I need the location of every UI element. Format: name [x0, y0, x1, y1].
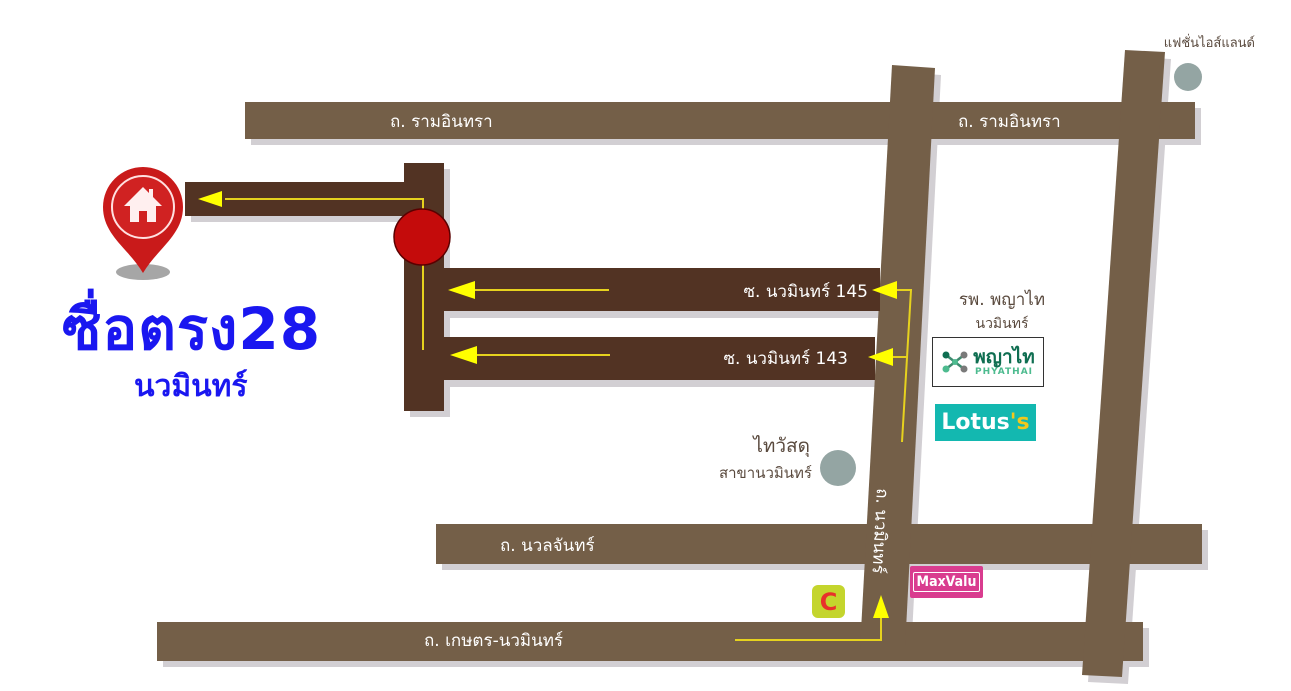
- arrow-up-icon: [873, 595, 889, 618]
- road-ramintra: [245, 102, 1195, 139]
- maxvalu-text: MaxValu: [912, 572, 981, 592]
- road-soi-143: [443, 337, 875, 380]
- road-kaset-navamin: [157, 622, 1143, 661]
- bigc-text: C: [819, 587, 838, 616]
- lotus-text: Lotus: [941, 410, 1010, 435]
- arrow-left-icon: [872, 281, 897, 299]
- label-ramintra-left: ถ. รามอินทรา: [390, 112, 493, 132]
- arrow-left-icon: [450, 346, 477, 364]
- home-pin-icon: [103, 167, 183, 280]
- destination-title: ซื่อตรง28: [62, 295, 322, 363]
- lotus-logo: Lotus's: [935, 404, 1036, 441]
- label-ramintra-right: ถ. รามอินทรา: [958, 112, 1061, 132]
- phyathai-thai-text: พญาไท: [973, 345, 1035, 368]
- label-thaiwatsadu-name: ไทวัสดุ: [751, 435, 810, 458]
- road-right-vertical: [1082, 50, 1165, 677]
- label-navamin: ถ. นวมินทร์: [868, 488, 892, 574]
- road-nuanchan: [436, 524, 1202, 564]
- phyathai-molecule-icon: [942, 351, 968, 373]
- arrow-left-icon: [198, 191, 222, 207]
- lotus-suffix: 's: [1009, 410, 1030, 435]
- poi-dot-icon: [1174, 63, 1202, 91]
- arrow-left-icon: [868, 348, 893, 366]
- label-hospital-branch: นวมินทร์: [976, 315, 1029, 332]
- label-thaiwatsadu-branch: สาขานวมินทร์: [719, 464, 812, 482]
- label-soi-143: ซ. นวมินทร์ 143: [723, 349, 848, 369]
- arrow-left-icon: [448, 281, 475, 299]
- poi-dot-icon: [820, 450, 856, 486]
- phyathai-logo: พญาไท PHYATHAI: [932, 337, 1044, 387]
- destination-subtitle: นวมินทร์: [134, 369, 248, 404]
- label-fashion-island: แฟชั่นไอส์แลนด์: [1164, 34, 1255, 51]
- maxvalu-logo: MaxValu: [910, 566, 983, 598]
- label-hospital-name: รพ. พญาไท: [959, 289, 1045, 310]
- bigc-logo: C: [812, 585, 845, 618]
- soi-roads: [185, 163, 880, 411]
- label-nuanchan: ถ. นวลจันทร์: [500, 536, 595, 556]
- route-arrows: [198, 191, 897, 618]
- label-soi-145: ซ. นวมินทร์ 145: [743, 282, 868, 302]
- label-kaset-navamin: ถ. เกษตร-นวมินทร์: [424, 631, 563, 651]
- junction-marker-icon: [393, 208, 451, 266]
- route-lines: [225, 198, 913, 641]
- phyathai-eng-text: PHYATHAI: [974, 366, 1034, 377]
